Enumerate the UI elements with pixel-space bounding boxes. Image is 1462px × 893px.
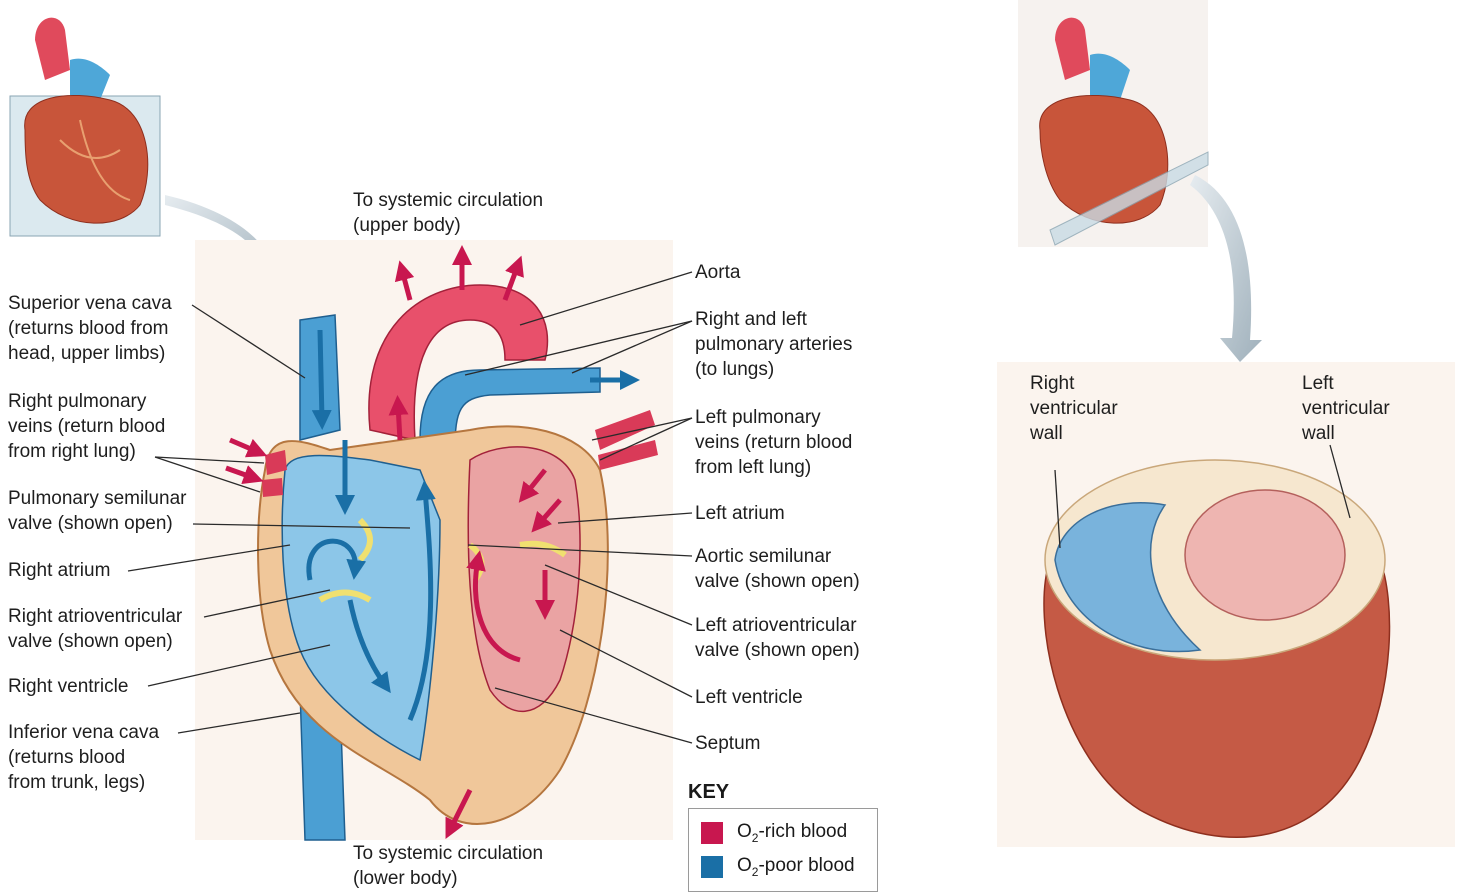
key-row-o2-rich: O2-rich blood [701, 821, 847, 845]
key-legend: O2-rich blood O2-poor blood [688, 808, 878, 892]
label-systemic-upper: To systemic circulation (upper body) [353, 188, 543, 238]
key-o2-poor-label: O2-poor blood [737, 855, 855, 879]
label-pulmonary-arteries: Right and left pulmonary arteries (to lu… [695, 307, 852, 382]
label-systemic-lower: To systemic circulation (lower body) [353, 841, 543, 891]
thumbnail-heart-frontal [10, 18, 160, 236]
label-left-ventricle: Left ventricle [695, 685, 803, 710]
label-inferior-vena-cava: Inferior vena cava (returns blood from t… [8, 720, 159, 795]
label-septum: Septum [695, 731, 760, 756]
label-right-ventricle: Right ventricle [8, 674, 128, 699]
key-title: KEY [688, 781, 729, 804]
label-pulmonary-semilunar-valve: Pulmonary semilunar valve (shown open) [8, 486, 186, 536]
label-superior-vena-cava: Superior vena cava (returns blood from h… [8, 291, 172, 366]
label-right-av-valve: Right atrioventricular valve (shown open… [8, 604, 182, 654]
label-left-pulmonary-veins: Left pulmonary veins (return blood from … [695, 405, 852, 480]
label-left-atrium: Left atrium [695, 501, 785, 526]
label-aorta: Aorta [695, 260, 740, 285]
label-right-ventricular-wall: Right ventricular wall [1030, 371, 1118, 446]
label-right-atrium: Right atrium [8, 558, 110, 583]
label-left-av-valve: Left atrioventricular valve (shown open) [695, 613, 860, 663]
key-o2-rich-label: O2-rich blood [737, 821, 847, 845]
swatch-o2-poor [701, 856, 723, 878]
label-right-pulmonary-veins: Right pulmonary veins (return blood from… [8, 389, 165, 464]
key-row-o2-poor: O2-poor blood [701, 855, 855, 879]
label-aortic-semilunar-valve: Aortic semilunar valve (shown open) [695, 544, 860, 594]
label-left-ventricular-wall: Left ventricular wall [1302, 371, 1390, 446]
thumbnail-heart-transverse [1018, 0, 1208, 247]
heart-cross-section [195, 240, 673, 840]
swatch-o2-rich [701, 822, 723, 844]
